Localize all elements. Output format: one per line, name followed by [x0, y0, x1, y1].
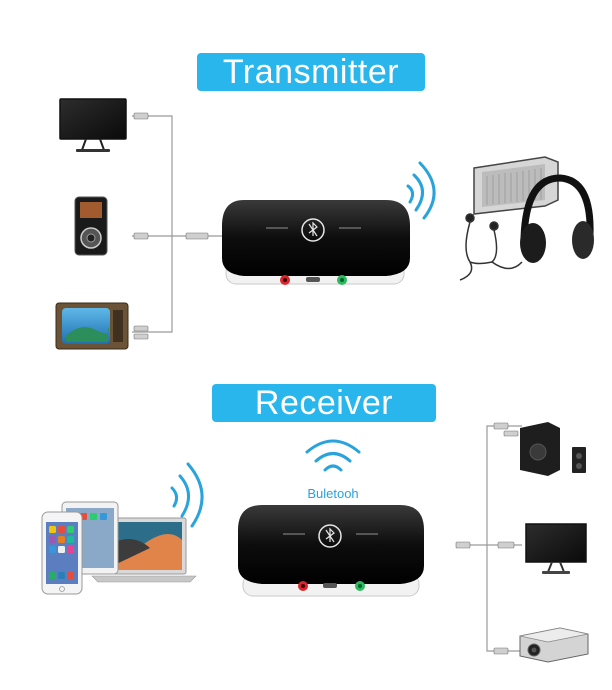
subwoofer-speakers-icon	[520, 422, 586, 476]
mp3-player-icon	[74, 196, 108, 256]
receiver-rca-plugs	[455, 422, 519, 655]
headphones-icon	[520, 174, 594, 263]
transmitter-title: Transmitter	[197, 53, 425, 91]
transmitter-bluetooth-waves-icon	[406, 161, 436, 220]
projector-icon	[519, 627, 589, 663]
earphones-icon	[459, 213, 523, 281]
receiver-cables	[458, 425, 522, 652]
monitor-icon	[525, 523, 587, 574]
transmitter-rca-plugs	[133, 112, 209, 340]
receiver-bluetooth-waves-icon	[305, 439, 361, 472]
transmitter-cables	[132, 115, 225, 333]
receiver-title: Receiver	[212, 384, 436, 422]
crt-tv-icon	[55, 302, 129, 350]
bluetooth-label: Buletooh	[307, 486, 359, 501]
receiver-left-bluetooth-waves-icon	[170, 462, 204, 528]
receiver-device	[238, 505, 424, 597]
tv-monitor-icon	[59, 98, 127, 152]
smartphone-icon	[41, 511, 83, 595]
transmitter-device	[222, 200, 410, 285]
